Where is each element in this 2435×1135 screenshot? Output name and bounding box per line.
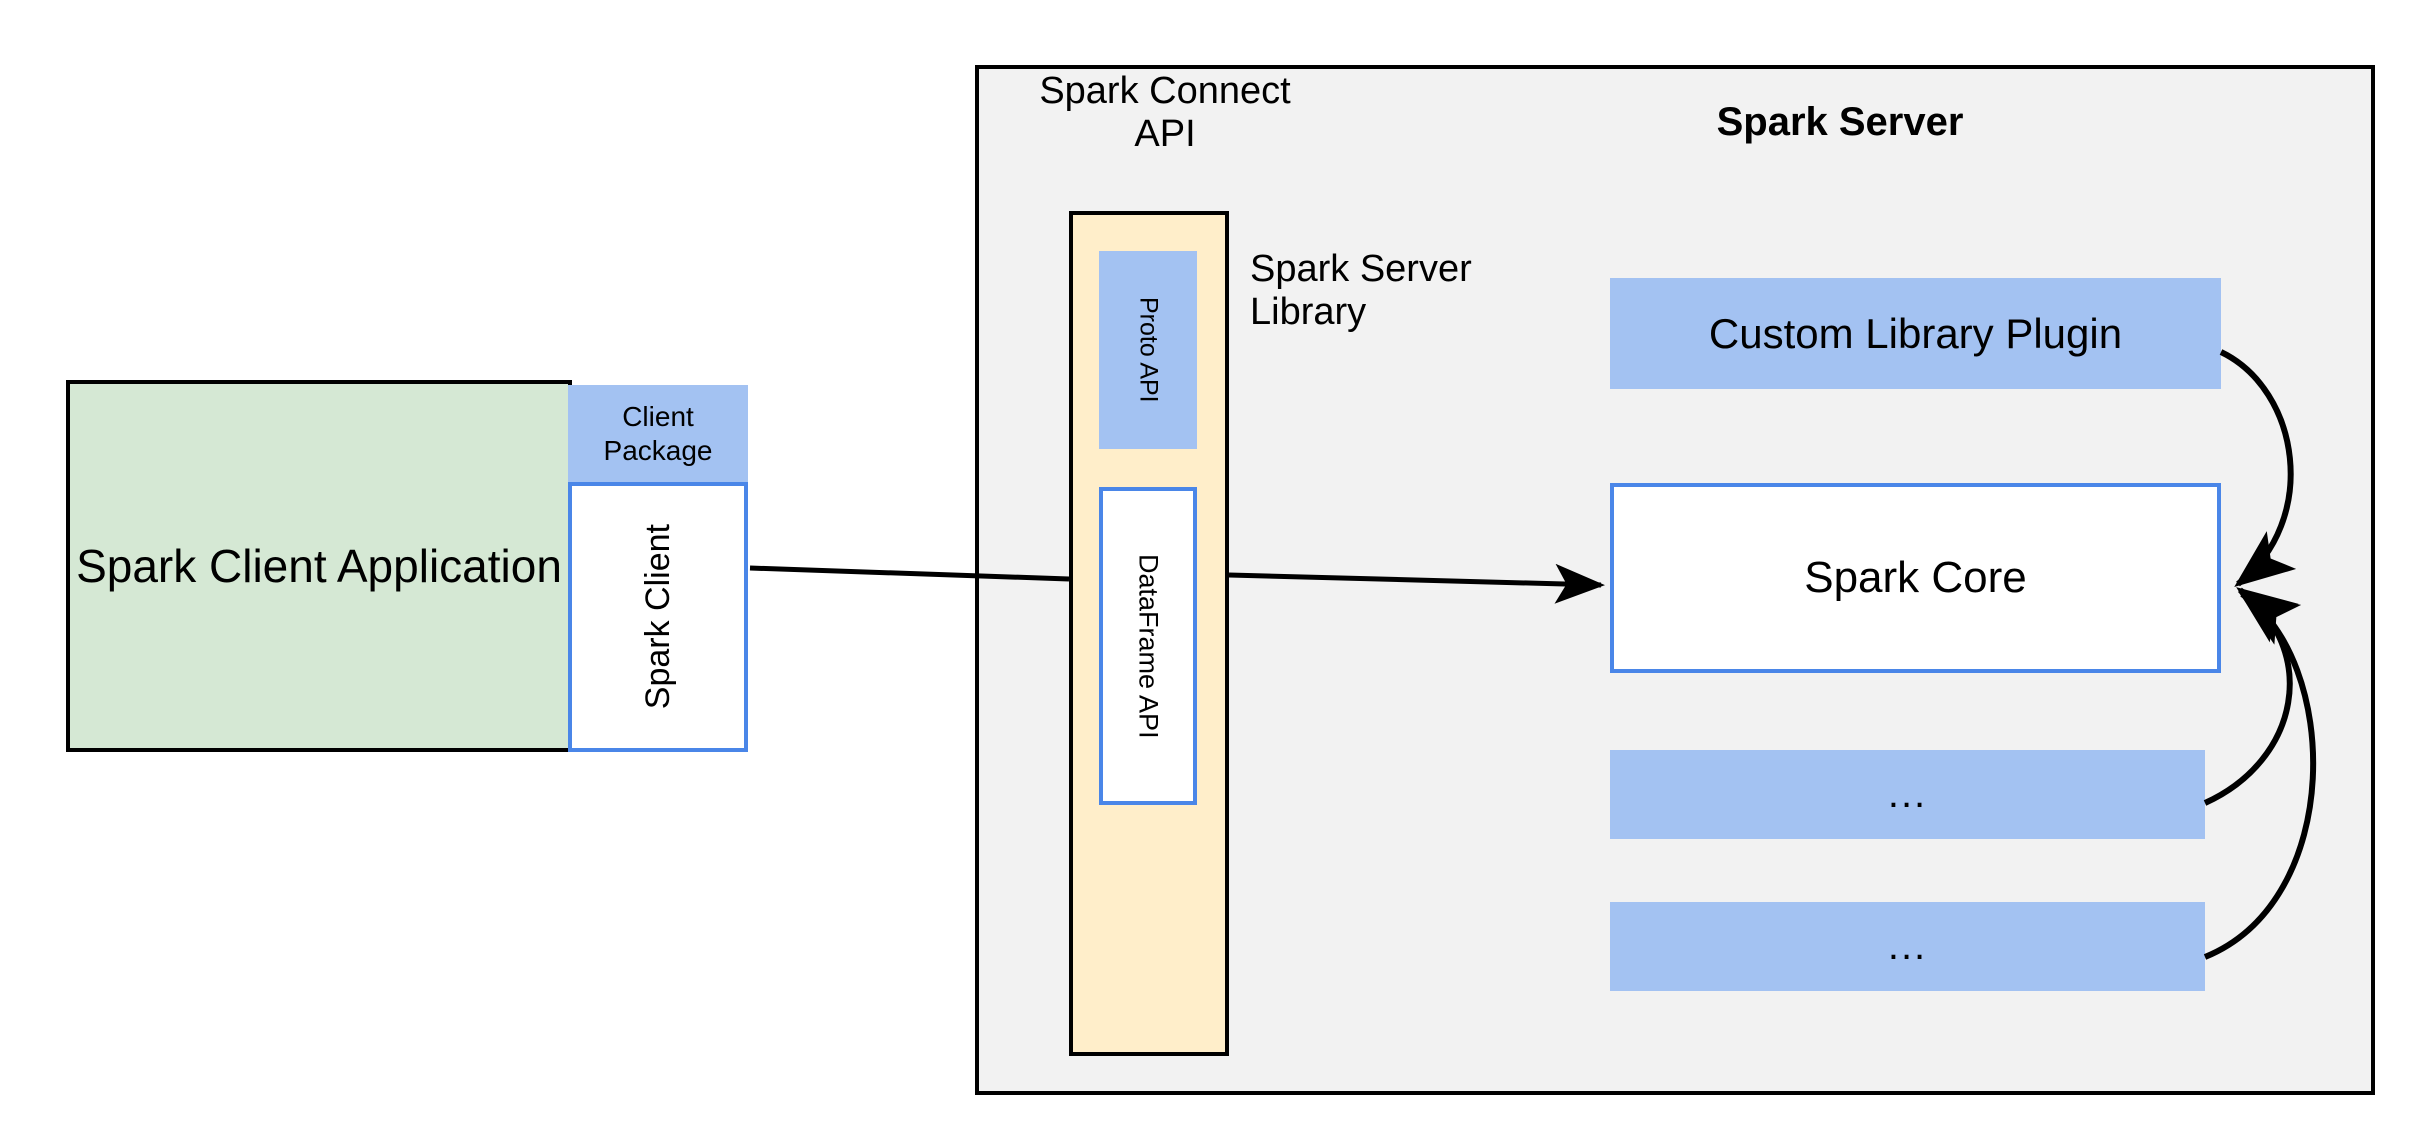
client-package-label: Client Package bbox=[603, 400, 713, 466]
dataframe-api-box[interactable]: DataFrame API bbox=[1099, 487, 1197, 805]
component-ellipsis-box-1[interactable]: ... bbox=[1610, 750, 2205, 839]
spark-client-label: Spark Client bbox=[638, 524, 677, 710]
spark-client-application-box[interactable]: Spark Client Application bbox=[66, 380, 572, 752]
component-ellipsis-box-2[interactable]: ... bbox=[1610, 902, 2205, 991]
spark-server-title: Spark Server bbox=[1716, 100, 1964, 144]
spark-client-box[interactable]: Spark Client bbox=[568, 482, 748, 752]
spark-core-box[interactable]: Spark Core bbox=[1610, 483, 2221, 673]
spark-client-application-label: Spark Client Application bbox=[76, 539, 562, 592]
spark-connect-api-label: Spark Connect API bbox=[1039, 70, 1291, 155]
dataframe-api-label: DataFrame API bbox=[1133, 553, 1164, 739]
spark-core-label: Spark Core bbox=[1804, 553, 2027, 602]
client-package-box[interactable]: Client Package bbox=[568, 385, 748, 482]
proto-api-box[interactable]: Proto API bbox=[1099, 251, 1197, 449]
component-ellipsis-label-1: ... bbox=[1887, 772, 1928, 816]
custom-library-plugin-label: Custom Library Plugin bbox=[1708, 309, 2123, 357]
spark-server-library-label: Spark Server Library bbox=[1250, 248, 1472, 333]
custom-library-plugin-box[interactable]: Custom Library Plugin bbox=[1610, 278, 2221, 389]
component-ellipsis-label-2: ... bbox=[1887, 924, 1928, 968]
proto-api-label: Proto API bbox=[1134, 297, 1163, 403]
